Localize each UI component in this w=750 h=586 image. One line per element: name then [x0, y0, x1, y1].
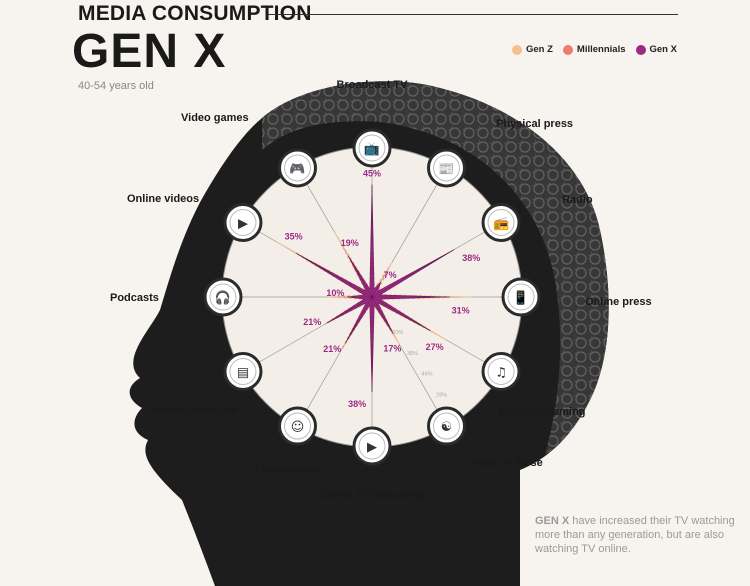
genx-spoke [371, 296, 394, 334]
genx-spoke [326, 296, 373, 324]
footnote-lead: GEN X [535, 515, 570, 527]
legend-item-millennials: Millennials [562, 44, 626, 55]
badge-inner [433, 412, 460, 440]
header-title: MEDIA CONSUMPTION [78, 2, 312, 25]
category-label: Online press [585, 296, 652, 308]
headphones-icon: 🎧 [215, 290, 231, 306]
footnote: GEN X have increased their TV watching m… [535, 514, 735, 556]
genx-spoke [371, 281, 381, 298]
footnote-text: have increased their TV watching more th… [535, 515, 735, 555]
badge-inner [433, 154, 460, 182]
badge-inner [229, 358, 257, 385]
badge-inner [229, 209, 257, 236]
minor-label: 20% [392, 330, 403, 336]
books-icon: ▤ [237, 366, 249, 381]
generation-title: GEN X [72, 25, 227, 78]
legend-item-genz: Gen Z [512, 44, 553, 55]
category-label: Music-streaming [498, 406, 585, 418]
category-label: Broadcast TV [337, 79, 409, 91]
livestream-icon: ☺ [291, 420, 305, 435]
tv-icon: 📺 [364, 142, 380, 157]
category-label: Video games [181, 112, 249, 124]
value-label: 10% [326, 288, 344, 298]
badge-inner [358, 134, 386, 162]
value-label: 35% [285, 232, 303, 242]
genx-spoke [371, 296, 431, 331]
hair [262, 81, 609, 455]
legend-swatch-genx [635, 44, 646, 55]
genx-spoke [296, 253, 373, 298]
header-rule [268, 14, 678, 15]
legend-swatch-millennials [562, 44, 573, 55]
legend-label-millennials: Millennials [576, 44, 626, 55]
genx-spoke [371, 249, 455, 298]
badge-inner [507, 283, 535, 311]
minor-label: 28% [436, 393, 447, 399]
age-range: 40-54 years old [78, 80, 154, 92]
category-label: Physical press [496, 118, 573, 130]
legend-item-genx: Gen X [635, 44, 677, 55]
newspaper-icon: 📰 [438, 162, 454, 177]
category-label: Podcasts [110, 292, 159, 304]
legend-label-genx: Gen X [649, 44, 677, 55]
value-label: 31% [452, 305, 470, 315]
category-label: None of these [470, 457, 543, 469]
category-label: Livestreams [255, 464, 319, 476]
minor-label: 38% [407, 351, 418, 357]
value-label: 17% [383, 344, 401, 354]
radio-icon: 📻 [493, 217, 509, 232]
badge-inner [487, 358, 515, 385]
genx-spoke [345, 296, 373, 343]
legend-label-genz: Gen Z [526, 44, 553, 55]
value-label: 38% [348, 399, 366, 409]
badge-inner [209, 283, 237, 311]
value-label: 7% [384, 270, 397, 280]
value-label: 38% [462, 253, 480, 263]
meditation-icon: ☯ [441, 420, 453, 435]
tablet-icon: 📱 [513, 290, 529, 306]
minor-label: 46% [422, 372, 433, 378]
value-label: 19% [341, 238, 359, 248]
genx-spoke [348, 255, 373, 298]
tv-streaming-icon: ▶ [367, 440, 377, 455]
value-label: 27% [426, 342, 444, 352]
badge-inner [284, 154, 311, 182]
legend-swatch-genz [512, 44, 522, 55]
value-label: 21% [303, 317, 321, 327]
legend: Gen Z Millennials Gen X [512, 44, 677, 55]
category-label: Online TV/streaming [319, 489, 426, 501]
value-label: 21% [323, 344, 341, 354]
badge-inner [487, 209, 515, 236]
value-label: 45% [363, 169, 381, 179]
game-controller-icon: 🎮 [289, 162, 305, 177]
category-label: Radio [562, 194, 593, 206]
badge-inner [284, 412, 311, 440]
category-label: Online videos [127, 193, 199, 205]
category-label: Books/Literature [150, 404, 237, 416]
badge-inner [358, 432, 386, 460]
radar-spoke [371, 167, 447, 298]
video-player-icon: ▶ [238, 217, 248, 232]
music-note-icon: ♫ [495, 366, 507, 381]
